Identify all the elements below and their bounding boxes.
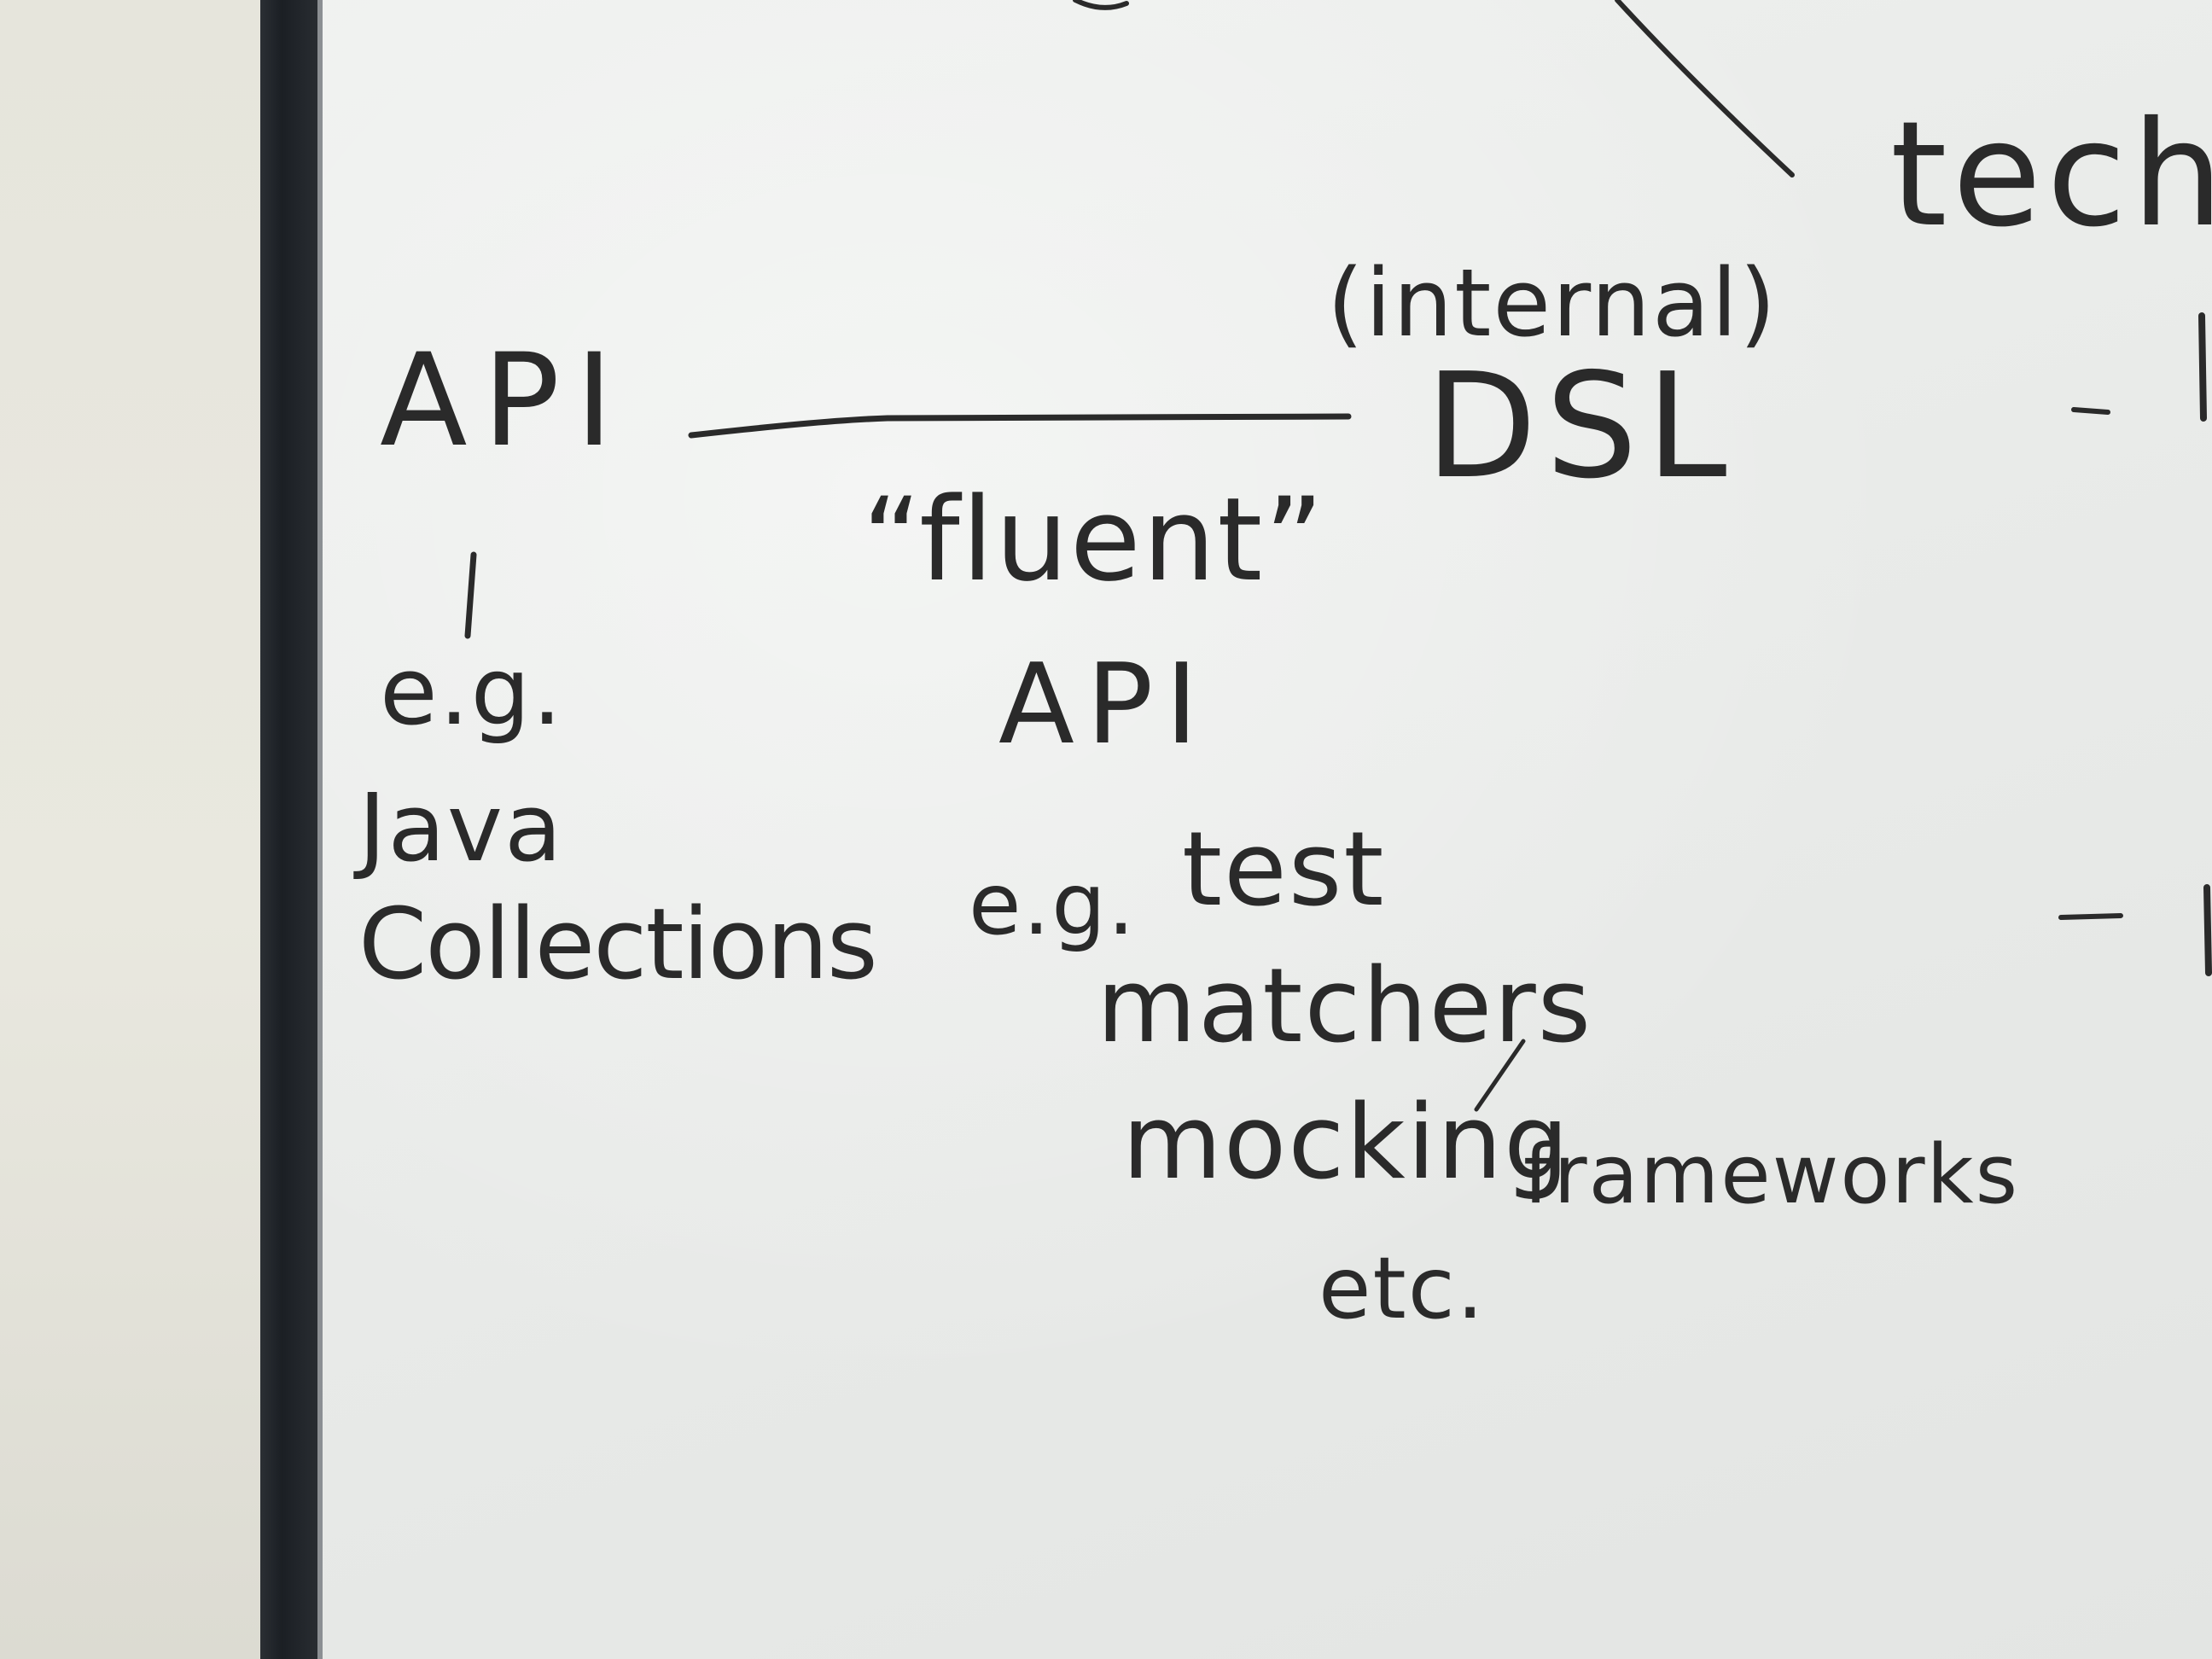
edge-mark-right-upper <box>2198 312 2207 422</box>
whiteboard-surface <box>323 0 2212 1659</box>
connector-line-api-dsl <box>688 413 1352 439</box>
text-eg-left: e.g. <box>380 637 564 746</box>
text-java: Java <box>358 773 564 882</box>
line-matchers-to-mocking <box>1474 1039 1526 1112</box>
top-partial-squiggle <box>1073 0 1129 10</box>
text-tech-partial: tech <box>1890 90 2212 259</box>
dash-right-upper <box>2071 407 2110 415</box>
text-dsl: DSL <box>1425 342 1736 511</box>
whiteboard-frame <box>260 0 322 1659</box>
text-eg-mid: e.g. <box>969 854 1137 954</box>
edge-mark-right-lower <box>2203 884 2212 976</box>
text-mocking: mocking <box>1122 1084 1571 1202</box>
text-collections: Collections <box>358 888 878 1002</box>
vertical-tick-under-api <box>464 551 477 639</box>
text-api-mid: API <box>998 639 1210 769</box>
text-fluent: “fluent” <box>862 473 1326 607</box>
dash-right-lower <box>2058 913 2123 920</box>
text-frameworks: frameworks <box>1523 1128 2020 1222</box>
text-internal: (internal) <box>1327 248 1778 358</box>
text-api-left: API <box>380 327 629 475</box>
wall-background <box>0 0 290 1659</box>
text-matchers: matchers <box>1097 947 1593 1066</box>
text-test: test <box>1182 811 1386 929</box>
diagonal-line-to-tech <box>1615 0 1795 178</box>
whiteboard-frame-edge <box>317 0 323 1659</box>
text-etc: etc. <box>1318 1238 1486 1338</box>
